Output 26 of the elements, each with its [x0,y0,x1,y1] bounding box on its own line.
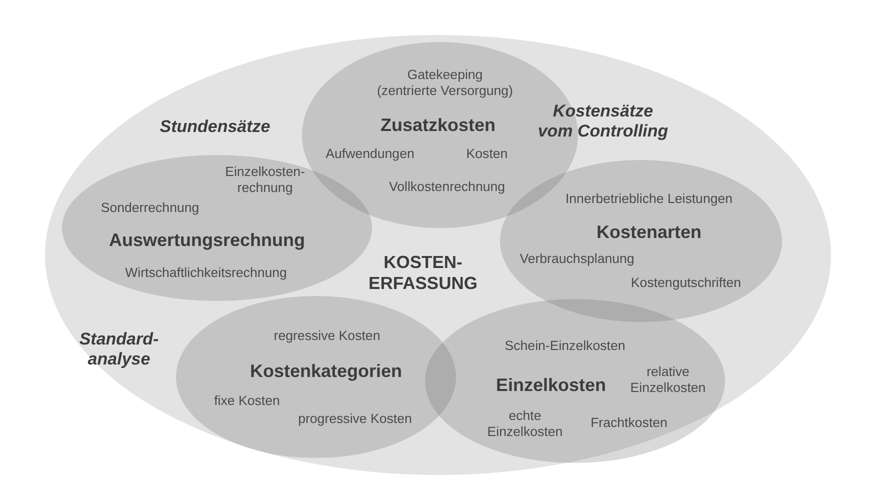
term-label: Gatekeeping (zentrierte Versorgung) [377,67,513,99]
italic-heading: Stundensätze [160,116,270,138]
term-label: relative Einzelkosten [630,364,706,396]
term-label: Schein-Einzelkosten [504,338,626,354]
ellipse-title: Auswertungsrechnung [109,230,305,252]
term-label: regressive Kosten [274,328,380,344]
term-label: Sonderrechnung [100,200,200,216]
term-label: Einzelkosten- rechnung [225,164,305,196]
ellipse-title: Zusatzkosten [380,115,496,137]
term-label: echte Einzelkosten [487,408,563,440]
term-label: Kosten [466,146,508,162]
term-label: progressive Kosten [298,411,412,427]
term-label: Vollkostenrechnung [388,179,506,195]
ellipse-title: Kostenkategorien [250,361,402,383]
center-heading: KOSTEN- ERFASSUNG [368,252,478,294]
term-label: Innerbetriebliche Leistungen [565,191,733,207]
term-label: Wirtschaftlichkeitsrechnung [125,265,287,281]
italic-heading: Kostensätze vom Controlling [538,102,668,142]
term-label: fixe Kosten [214,393,280,409]
ellipse-title: Einzelkosten [496,375,606,397]
term-label: Frachtkosten [590,415,668,431]
term-label: Aufwendungen [326,146,414,162]
term-label: Kostengutschriften [630,275,742,291]
ellipse-title: Kostenarten [596,222,702,244]
term-label: Verbrauchsplanung [520,251,634,267]
italic-heading: Standard- analyse [79,330,159,370]
